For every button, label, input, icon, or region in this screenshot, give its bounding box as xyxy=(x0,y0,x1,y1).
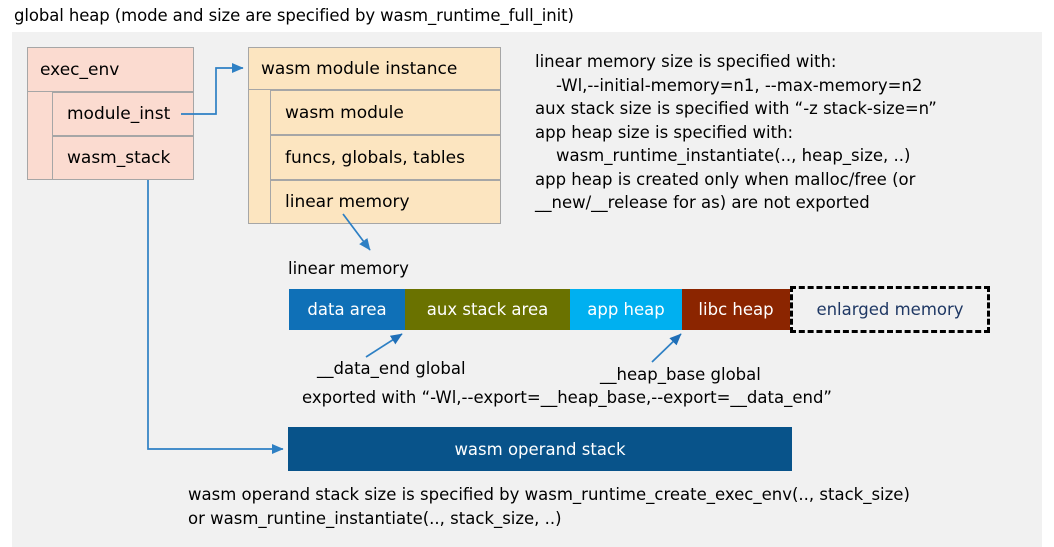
module-instance-header-label: wasm module instance xyxy=(261,58,458,79)
memory-segment-data-area-label: data area xyxy=(307,300,387,319)
memory-segment-libc-heap-label: libc heap xyxy=(698,300,774,319)
memory-segment-app-heap: app heap xyxy=(570,289,682,330)
memory-segment-aux-stack-area-label: aux stack area xyxy=(426,300,549,319)
module-instance-field-wasm-module: wasm module xyxy=(270,90,501,135)
exec-env-field-module-inst-label: module_inst xyxy=(67,104,171,124)
data-end-annotation: __data_end global xyxy=(317,359,466,378)
memory-segment-enlarged-memory-label: enlarged memory xyxy=(816,300,964,319)
exec-env-field-wasm-stack: wasm_stack xyxy=(52,136,194,180)
module-instance-field-funcs-globals-tables-label: funcs, globals, tables xyxy=(285,147,465,168)
wasm-operand-stack-box: wasm operand stack xyxy=(288,427,792,471)
operand-stack-notes: wasm operand stack size is specified by … xyxy=(188,485,910,528)
exec-env-header-label: exec_env xyxy=(40,59,120,80)
wasm-operand-stack-label: wasm operand stack xyxy=(454,439,626,459)
exec-env-header: exec_env xyxy=(27,47,194,92)
memory-segment-libc-heap: libc heap xyxy=(682,289,790,330)
memory-segment-aux-stack-area: aux stack area xyxy=(405,289,570,330)
module-instance-header: wasm module instance xyxy=(248,47,501,90)
export-note: exported with “-Wl,--export=__heap_base,… xyxy=(302,388,832,407)
heap-base-annotation: __heap_base global xyxy=(600,365,761,384)
exec-env-field-wasm-stack-label: wasm_stack xyxy=(67,148,171,168)
module-instance-field-linear-memory-label: linear memory xyxy=(285,192,410,212)
memory-segment-app-heap-label: app heap xyxy=(587,300,665,319)
linear-memory-bar-label: linear memory xyxy=(288,259,409,278)
module-instance-field-wasm-module-label: wasm module xyxy=(285,102,404,123)
module-instance-field-funcs-globals-tables: funcs, globals, tables xyxy=(270,135,501,180)
memory-segment-data-area: data area xyxy=(289,289,405,330)
page-title: global heap (mode and size are specified… xyxy=(14,6,574,25)
module-instance-field-linear-memory: linear memory xyxy=(270,180,501,224)
memory-segment-enlarged-memory: enlarged memory xyxy=(790,286,990,333)
exec-env-field-module-inst: module_inst xyxy=(52,92,194,136)
sizing-notes: linear memory size is specified with: -W… xyxy=(535,52,937,212)
